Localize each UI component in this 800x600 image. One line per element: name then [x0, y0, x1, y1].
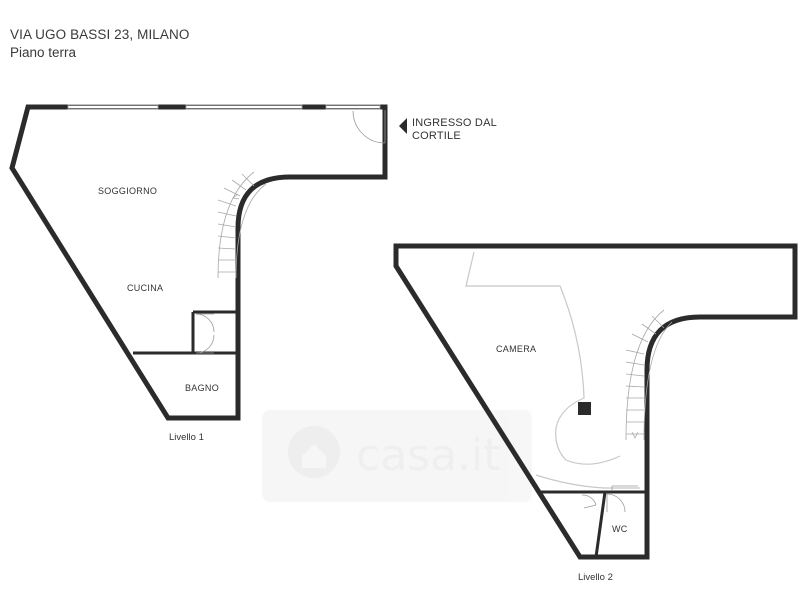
- entry-label-line2: CORTILE: [412, 130, 461, 142]
- watermark: casa.it: [262, 410, 532, 502]
- room-label-camera: CAMERA: [496, 344, 536, 354]
- level-2-outer-wall: [393, 243, 798, 560]
- wc-door: [606, 493, 626, 513]
- storage-door: [581, 494, 597, 509]
- property-address: VIA UGO BASSI 23, MILANO: [10, 27, 190, 42]
- level-2-plan: CAMERA WC Livello 2: [393, 243, 798, 583]
- level-1-staircase: [217, 171, 267, 279]
- plan-header: VIA UGO BASSI 23, MILANO Piano terra: [10, 27, 189, 60]
- watermark-text: casa.it: [356, 430, 501, 481]
- room-label-cucina: CUCINA: [127, 283, 163, 293]
- wc-entry-door: [611, 485, 638, 490]
- entry-marker: INGRESSO DAL CORTILE: [399, 117, 497, 142]
- wc-partition-wall: [540, 490, 647, 558]
- level-2-staircase: [625, 309, 673, 441]
- level-2-label: Livello 2: [578, 572, 613, 583]
- level-2-column: [578, 402, 591, 415]
- room-label-wc: WC: [612, 524, 628, 534]
- bagno-partition-wall: [133, 310, 238, 355]
- entry-arrow-icon: [399, 118, 407, 134]
- closet-door: [195, 313, 215, 333]
- floor-name: Piano terra: [10, 45, 77, 60]
- bagno-door: [195, 334, 215, 354]
- entrance-door: [352, 110, 386, 144]
- room-label-soggiorno: SOGGIORNO: [98, 186, 157, 196]
- level-1-label: Livello 1: [169, 432, 204, 443]
- level-1-plan: SOGGIORNO CUCINA BAGNO Livello 1: [9, 104, 388, 443]
- level-1-outer-wall: [9, 104, 388, 421]
- entry-label-line1: INGRESSO DAL: [412, 117, 497, 129]
- level-2-opening-outline: [465, 251, 621, 465]
- room-label-bagno: BAGNO: [185, 383, 219, 393]
